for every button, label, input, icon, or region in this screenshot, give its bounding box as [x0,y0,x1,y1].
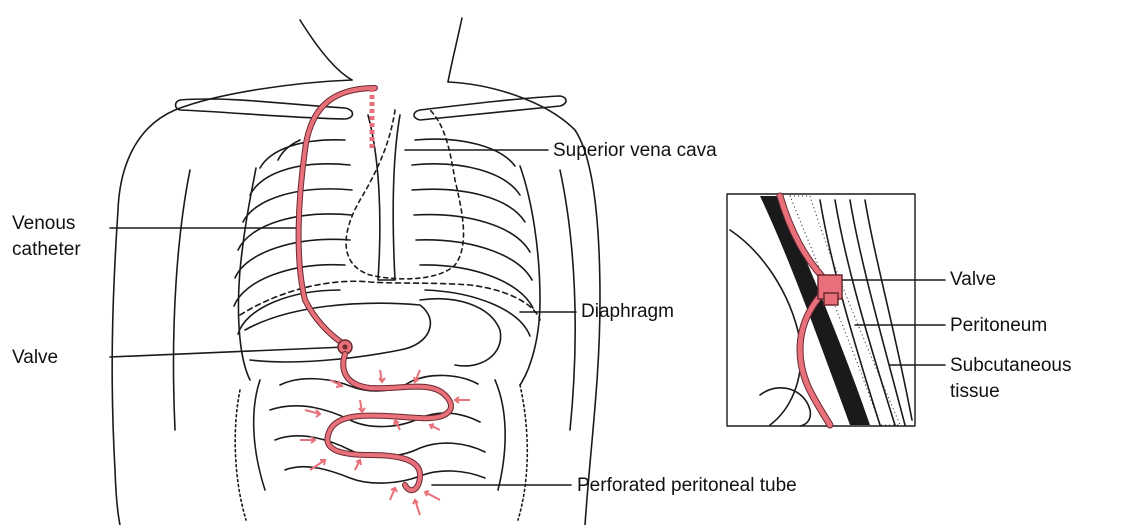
leader-valve-left [110,347,345,357]
arm-line-right [560,170,575,430]
arm-line-left [173,170,190,430]
neck-outline-left [300,20,352,80]
label-valve-left: Valve [12,346,58,369]
clavicle-right [414,96,566,120]
heart-outline [346,110,463,279]
right-ribs [412,139,540,385]
stomach-outline [420,299,501,366]
label-subcutaneous-line2: tissue [950,380,1000,403]
liver-outline [245,303,430,362]
label-diaphragm: Diaphragm [581,300,674,323]
label-venous-catheter-line1: Venous [12,212,75,235]
left-ribs [234,140,352,380]
label-perforated-tube: Perforated peritoneal tube [577,474,797,497]
shoulder-outline-left [112,80,352,525]
label-inset-valve: Valve [950,268,996,291]
label-peritoneum: Peritoneum [950,314,1047,337]
label-venous-catheter-line2: catheter [12,238,81,261]
inset-dark-band [760,196,870,425]
inset-organ-2 [760,388,810,426]
label-subcutaneous-line1: Subcutaneous [950,354,1072,377]
intestines [235,375,527,520]
label-superior-vena-cava: Superior vena cava [553,139,717,162]
neck-outline-right [448,18,462,82]
